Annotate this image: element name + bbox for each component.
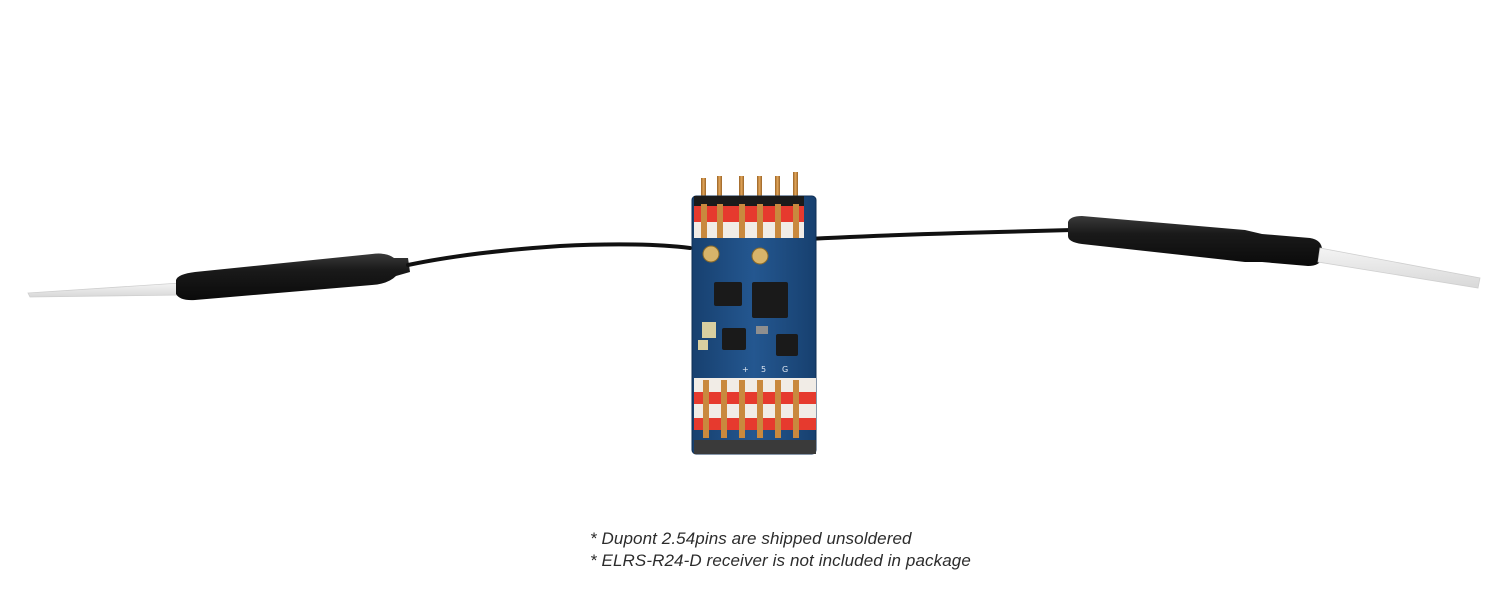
left-antenna-sleeve: [176, 253, 410, 301]
svg-text:G: G: [782, 365, 788, 374]
chips: [698, 282, 798, 356]
note-unsoldered-pins: * Dupont 2.54pins are shipped unsoldered: [590, 529, 912, 548]
svg-text:5: 5: [761, 365, 766, 374]
left-antenna: [27, 242, 692, 301]
right-coax-cable: [788, 228, 1074, 242]
package-notes: * Dupont 2.54pins are shipped unsoldered…: [590, 528, 971, 572]
right-antenna-tip: [1317, 247, 1481, 289]
right-antenna: [788, 216, 1481, 289]
svg-text:+: +: [742, 365, 749, 374]
receiver-board: + 5 G: [691, 172, 817, 455]
pcb-silk-labels: + 5 G: [742, 365, 788, 374]
left-antenna-tip: [27, 282, 183, 298]
ufl-connectors: [702, 245, 769, 265]
bottom-header: [694, 378, 816, 454]
left-coax-cable: [406, 242, 692, 267]
right-antenna-sleeve: [1068, 216, 1322, 266]
top-pin-row: [701, 172, 798, 206]
note-receiver-not-included: * ELRS-R24-D receiver is not included in…: [590, 551, 971, 570]
top-header: [694, 196, 804, 238]
